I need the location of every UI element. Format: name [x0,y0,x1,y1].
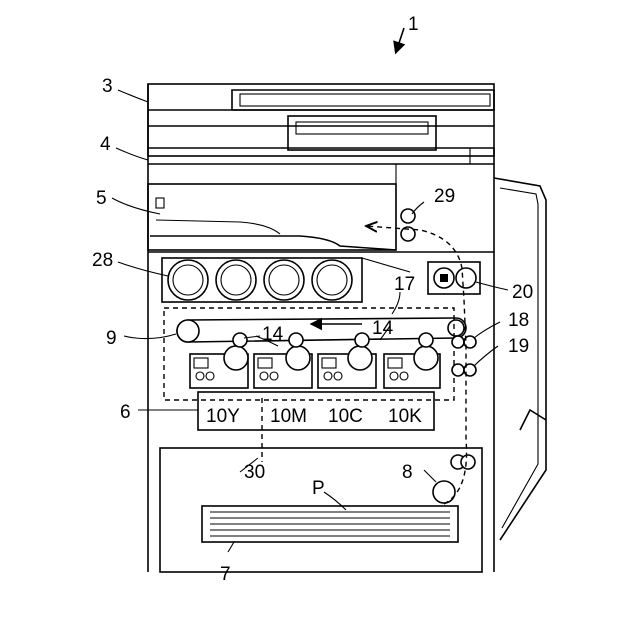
label-unit-10C: 10C [328,406,363,427]
scanner-unit [148,84,494,156]
label-belt-roller: 9 [106,328,117,349]
label-primary-transfer-left: 14 [262,324,284,345]
label-registration-rollers: 19 [508,336,529,357]
manual-feed-door [494,178,546,540]
label-scanner: 3 [102,76,113,97]
label-paper-path: 30 [244,462,265,483]
label-unit-10M: 10M [270,406,307,427]
label-unit-10Y: 10Y [206,406,240,427]
label-paper-cassette: 7 [220,564,231,585]
label-primary-transfer-right: 14 [372,318,394,339]
label-secondary-transfer: 18 [508,310,529,331]
label-exit-rollers: 29 [434,186,455,207]
reference-labels: 1 3 4 5 28 9 6 7 30 8 P 29 20 17 18 19 1… [92,14,533,585]
label-toner-containers: 28 [92,250,113,271]
label-unit-10K: 10K [388,406,422,427]
label-image-forming-section: 6 [120,402,131,423]
label-paper-sheet: P [312,478,325,499]
paper-cassette [160,448,482,572]
toner-containers [162,258,410,302]
label-fixing-unit: 20 [512,282,533,303]
label-machine: 1 [408,14,419,35]
fixing-unit [428,262,480,294]
label-feed-roller: 8 [402,462,413,483]
unit-10C-shapes [318,333,376,388]
label-intermediate-transfer-belt: 17 [394,274,415,295]
unit-10K-shapes [384,333,440,388]
label-body-top: 4 [100,134,111,155]
label-output-tray: 5 [96,188,107,209]
